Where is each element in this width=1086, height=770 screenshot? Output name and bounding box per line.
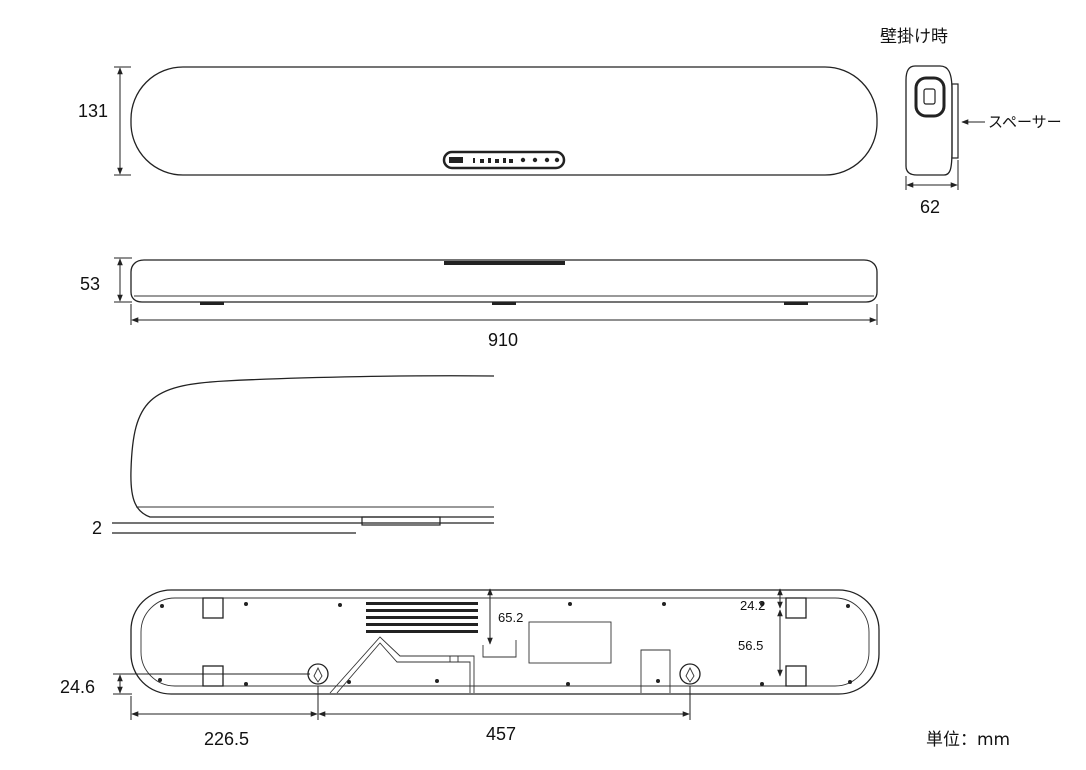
hole-spacing-label: 457 — [486, 724, 516, 744]
front-height-label: 131 — [78, 101, 108, 121]
spacer-part — [951, 83, 959, 159]
top-view: 53 910 — [80, 257, 878, 350]
bracket-offset-label: 65.2 — [498, 610, 523, 625]
side-view: 壁掛け時 スペーサー 62 — [880, 27, 1062, 217]
wall-mount-title: 壁掛け時 — [880, 27, 948, 47]
unit-label: 単位：mm — [926, 730, 1010, 750]
vent-grid — [366, 602, 478, 633]
overall-width-label: 910 — [488, 330, 518, 350]
foot-spacing-label: 56.5 — [738, 638, 763, 653]
hole-height-label: 24.6 — [60, 677, 95, 697]
hole-from-left-label: 226.5 — [204, 729, 249, 749]
detail-side-view: 2 — [92, 375, 495, 538]
bottom-view: 65.2 24.2 56.5 24.6 226.5 457 — [60, 588, 880, 749]
foot-top-label: 24.2 — [740, 598, 765, 613]
spacer-label: スペーサー — [988, 113, 1062, 131]
base-gap-label: 2 — [92, 518, 102, 538]
front-view: 131 — [78, 66, 878, 176]
top-height-label: 53 — [80, 274, 100, 294]
control-panel — [442, 150, 566, 170]
side-depth-label: 62 — [920, 197, 940, 217]
